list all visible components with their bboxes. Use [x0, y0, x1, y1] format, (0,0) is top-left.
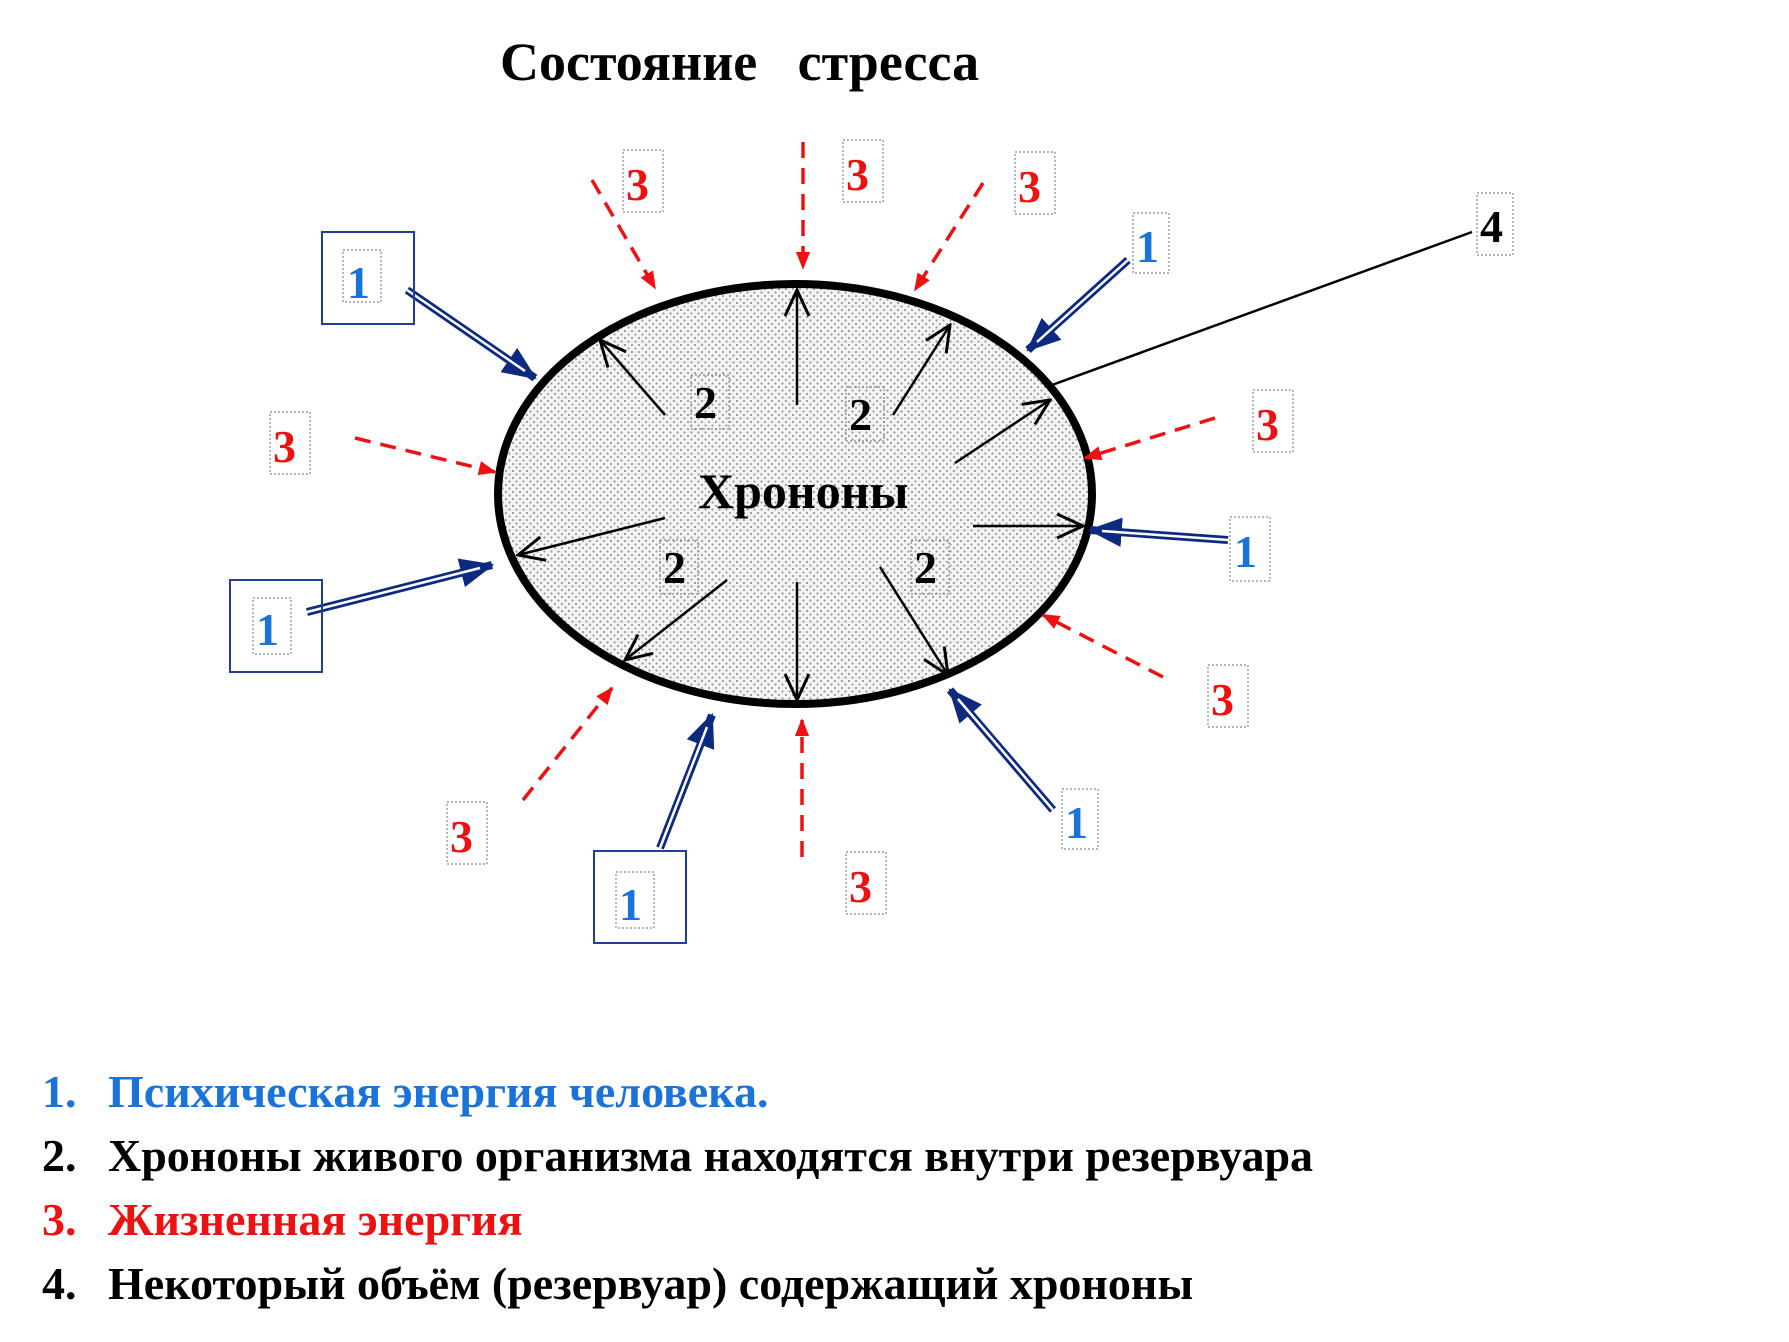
- reservoir-label-text: 4: [1480, 201, 1503, 252]
- vital-label: 3: [846, 149, 869, 200]
- legend-item-3: 3. Жизненная энергия: [42, 1188, 1313, 1252]
- psychic-label: 1: [347, 257, 370, 308]
- vital-label: 3: [1211, 674, 1234, 725]
- vital-label: 3: [273, 421, 296, 472]
- vital-arrow: [354, 436, 497, 476]
- psychic-arrow: [404, 286, 538, 382]
- legend-num: 4.: [42, 1258, 77, 1309]
- legend-item-2: 2. Хрононы живого организма находятся вн…: [42, 1124, 1313, 1188]
- chronon-arrow: [600, 340, 666, 416]
- vital-arrow: [913, 182, 985, 292]
- psychic-label: 1: [1065, 797, 1088, 848]
- center-label: Хрононы: [698, 463, 909, 519]
- legend-text: Жизненная энергия: [108, 1194, 523, 1245]
- legend-num: 3.: [42, 1194, 77, 1245]
- chronon-arrow: [891, 325, 950, 416]
- vital-arrow: [1041, 613, 1164, 679]
- reservoir-pointer-line: [1051, 230, 1473, 387]
- reservoir-ellipse: [494, 280, 1096, 708]
- psychic-arrow: [1025, 257, 1131, 353]
- psychic-label: 1: [256, 604, 279, 655]
- reservoir-label: 4: [1476, 192, 1514, 256]
- legend-text: Психическая энергия человека.: [108, 1066, 769, 1117]
- chronon-label: 2: [914, 542, 937, 593]
- vital-label: 3: [849, 861, 872, 912]
- chronon-arrow: [625, 579, 728, 660]
- legend-text: Некоторый объём (резервуар) содержащий х…: [108, 1258, 1194, 1309]
- vital-label: 3: [1256, 399, 1279, 450]
- psychic-label: 1: [1136, 221, 1159, 272]
- chronon-arrow: [954, 400, 1050, 465]
- chronon-label: 2: [663, 542, 686, 593]
- chronon-arrow: [518, 516, 666, 555]
- legend-num: 2.: [42, 1130, 77, 1181]
- legend-num: 1.: [42, 1066, 77, 1117]
- legend-text: Хрононы живого организма находятся внутр…: [108, 1130, 1314, 1181]
- chronon-label: 2: [849, 389, 872, 440]
- psychic-arrow: [306, 558, 495, 616]
- legend: 1. Психическая энергия человека. 2. Хрон…: [42, 1060, 1313, 1316]
- diagram-title: Состояние стресса: [500, 32, 979, 92]
- psychic-energy-arrows: [306, 257, 1229, 850]
- chronon-labels: 2 2 2 2: [659, 374, 950, 595]
- chronon-arrows: [518, 290, 1083, 700]
- psychic-label: 1: [619, 879, 642, 930]
- vital-label: 3: [626, 159, 649, 210]
- vital-labels: 3 3 3 3 3 3 3 3: [269, 139, 1294, 915]
- vital-arrow: [590, 179, 657, 290]
- vital-label: 3: [1018, 161, 1041, 212]
- psychic-arrow: [1087, 517, 1229, 547]
- vital-energy-arrows: [354, 142, 1216, 857]
- chronon-arrow: [878, 566, 948, 675]
- vital-arrow: [1083, 416, 1216, 461]
- vital-label: 3: [450, 811, 473, 862]
- psychic-labels: 1 1 1 1 1 1: [229, 212, 1271, 944]
- psychic-label: 1: [1234, 526, 1257, 577]
- psychic-arrow: [656, 712, 716, 850]
- legend-item-4: 4. Некоторый объём (резервуар) содержащи…: [42, 1252, 1313, 1316]
- chronon-label: 2: [694, 377, 717, 428]
- legend-item-1: 1. Психическая энергия человека.: [42, 1060, 1313, 1124]
- psychic-arrow: [946, 687, 1057, 813]
- vital-arrow: [521, 686, 614, 802]
